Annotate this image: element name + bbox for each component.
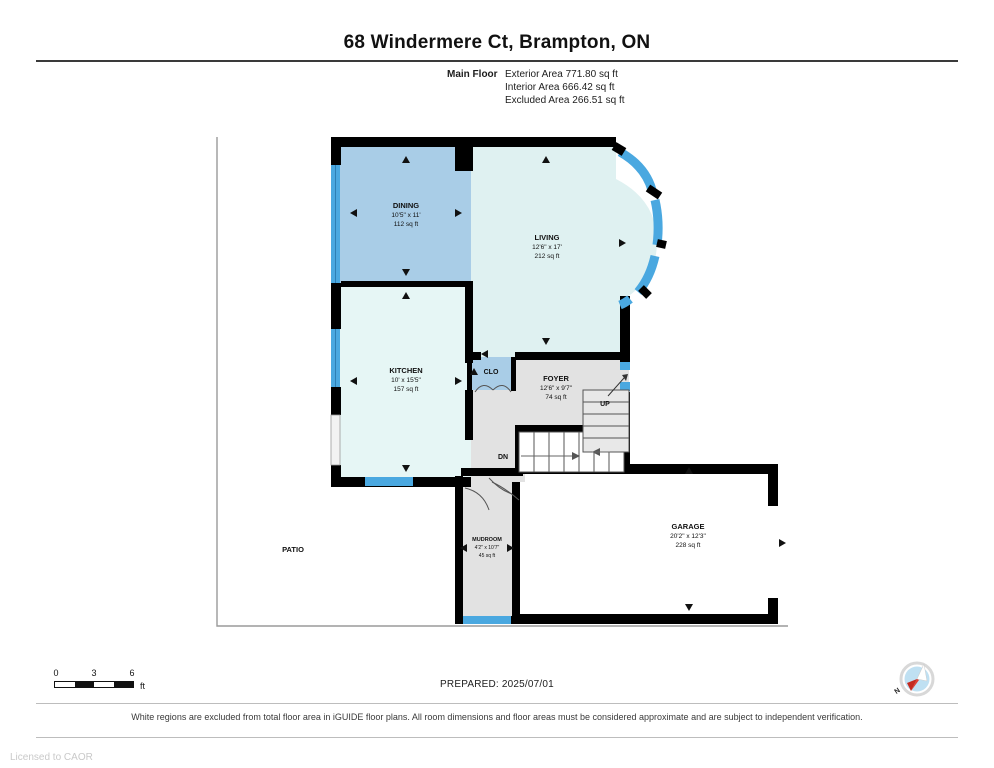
footer-divider-top xyxy=(36,703,958,704)
scale-seg-2 xyxy=(74,682,94,687)
room-label-closet: CLO xyxy=(484,369,499,376)
scale-tick-6: 6 xyxy=(129,668,135,678)
stair-label-up: UP xyxy=(600,401,610,408)
room-dims-mudroom: 4'2" x 10'7" xyxy=(475,545,500,551)
stair-label-dn: DN xyxy=(498,454,508,461)
room-label-garage: GARAGE xyxy=(672,522,705,531)
compass-rose: N xyxy=(893,655,941,703)
interior-area: Interior Area 666.42 sq ft xyxy=(505,82,615,93)
room-label-mudroom: MUDROOM xyxy=(472,537,502,543)
floor-label: Main Floor xyxy=(447,69,498,80)
room-label-kitchen: KITCHEN xyxy=(389,366,422,375)
scale-tick-0: 0 xyxy=(53,668,59,678)
scale-tick-labels: 0 3 6 xyxy=(53,668,140,680)
bay-window xyxy=(611,142,667,310)
scale-seg-4 xyxy=(113,682,133,687)
footer-divider-bottom xyxy=(36,737,958,738)
room-area-garage: 228 sq ft xyxy=(676,542,701,549)
area-summary: Main Floor Exterior Area 771.80 sq ft In… xyxy=(447,68,847,107)
scale-bar-graphic xyxy=(54,681,134,688)
license-text: Licensed to CAOR xyxy=(10,752,93,763)
room-fill-closet xyxy=(471,357,515,390)
room-dims-garage: 20'2" x 12'3" xyxy=(670,533,706,540)
room-fill-living xyxy=(471,146,657,357)
door-swings xyxy=(464,385,520,511)
room-area-dining: 112 sq ft xyxy=(394,221,419,228)
exterior-area: Exterior Area 771.80 sq ft xyxy=(505,69,618,80)
room-fill-garage xyxy=(525,472,775,620)
room-dims-kitchen: 10' x 15'5" xyxy=(391,377,421,384)
room-fill-dining xyxy=(340,146,471,286)
prepared-date: PREPARED: 2025/07/01 xyxy=(440,679,554,690)
room-area-kitchen: 157 sq ft xyxy=(394,386,419,393)
header-divider xyxy=(36,60,958,62)
room-labels: DINING 10'5" x 11' 112 sq ft LIVING 12'6… xyxy=(282,201,706,559)
room-fill-kitchen xyxy=(340,286,471,477)
windows xyxy=(330,142,667,624)
dimension-arrows xyxy=(350,156,786,611)
room-fill-mudroom xyxy=(461,482,518,622)
room-label-living: LIVING xyxy=(534,233,559,242)
excluded-area: Excluded Area 266.51 sq ft xyxy=(505,95,625,106)
scale-unit: ft xyxy=(140,681,146,691)
room-label-patio: PATIO xyxy=(282,545,304,554)
room-dims-living: 12'6" x 17' xyxy=(532,244,562,251)
room-area-living: 212 sq ft xyxy=(535,253,560,260)
room-label-foyer: FOYER xyxy=(543,374,569,383)
disclaimer-text: White regions are excluded from total fl… xyxy=(131,712,863,722)
page-title: 68 Windermere Ct, Brampton, ON xyxy=(343,32,651,53)
room-dims-dining: 10'5" x 11' xyxy=(391,212,420,219)
room-dims-foyer: 12'6" x 9'7" xyxy=(540,385,573,392)
room-area-mudroom: 45 sq ft xyxy=(479,553,496,559)
staircase-up xyxy=(582,374,630,456)
room-label-dining: DINING xyxy=(393,201,419,210)
scale-bar: 0 3 6 ft xyxy=(53,668,145,691)
room-area-foyer: 74 sq ft xyxy=(545,394,567,401)
scale-tick-3: 3 xyxy=(91,668,97,678)
